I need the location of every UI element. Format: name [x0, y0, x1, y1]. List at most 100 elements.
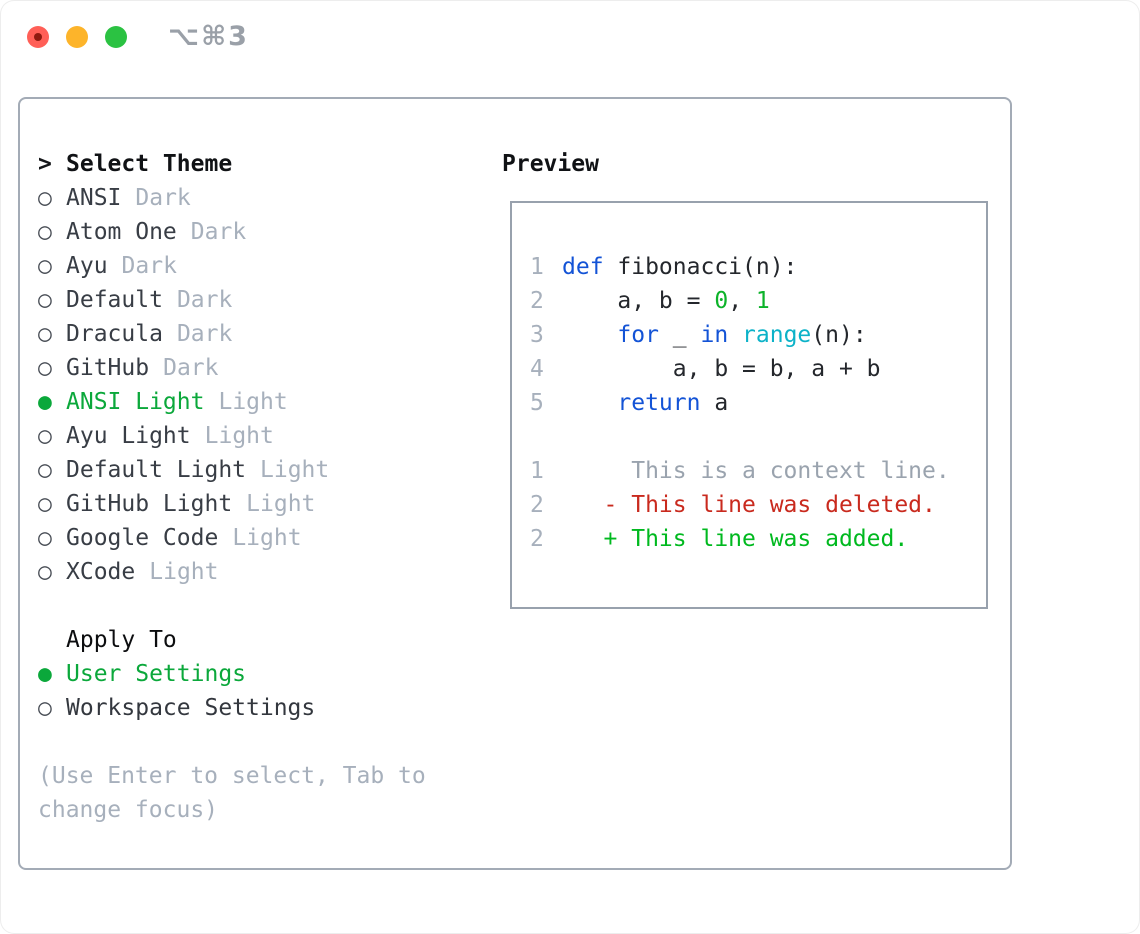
theme-variant-tag: Light [232, 525, 302, 551]
close-button[interactable] [27, 26, 49, 48]
preview-line: 1 This is a context line. [530, 454, 986, 488]
code-token: a, b = b, a + b [562, 356, 881, 382]
preview-line: 4 a, b = b, a + b [530, 352, 986, 386]
theme-variant-tag: Dark [163, 355, 219, 381]
code-token: return [617, 390, 701, 416]
spacer [38, 725, 426, 759]
preview-line: 2 - This line was deleted. [530, 488, 986, 522]
theme-name: ANSI Light [66, 389, 205, 415]
theme-name: XCode [66, 559, 136, 585]
window-title: ⌥⌘3 [168, 21, 249, 52]
preview-line: 3 for _ in range(n): [530, 318, 986, 352]
preview-title: Preview [502, 151, 599, 177]
code-token [562, 390, 617, 416]
radio-icon: ○ [38, 219, 52, 245]
theme-variant-tag: Dark [176, 287, 233, 313]
theme-variant-tag: Light [218, 389, 288, 415]
minimize-button[interactable] [66, 26, 88, 48]
theme-name: Google Code [66, 525, 219, 551]
prompt-caret-icon: > [38, 151, 52, 177]
apply-to-list: ●User Settings○Workspace Settings [38, 657, 426, 725]
code-token: range [742, 322, 812, 348]
theme-variant-tag: Dark [121, 253, 177, 279]
code-token: + This line was added. [562, 526, 909, 552]
preview-line: 2 + This line was added. [530, 522, 986, 556]
hint-line-1: (Use Enter to select, Tab to [38, 763, 426, 789]
radio-icon: ○ [38, 287, 52, 313]
radio-icon: ○ [38, 525, 52, 551]
unsaved-dot-icon [34, 33, 42, 41]
apply-to-header: Apply To [66, 623, 426, 657]
code-token: a, b = [562, 288, 715, 314]
code-text: def fibonacci(n): [562, 250, 797, 284]
code-text: a, b = 0, 1 [562, 284, 770, 318]
titlebar: ⌥⌘3 [27, 21, 249, 52]
line-number: 2 [530, 492, 544, 518]
code-token [562, 322, 617, 348]
line-number: 3 [530, 322, 544, 348]
apply-to-title: Apply To [66, 627, 177, 653]
radio-icon: ○ [38, 491, 52, 517]
theme-name: Ayu Light [66, 423, 191, 449]
code-text: - This line was deleted. [562, 488, 936, 522]
apply-option-label: User Settings [66, 661, 247, 687]
code-token [728, 322, 742, 348]
line-number: 2 [530, 288, 544, 314]
hint-text: (Use Enter to select, Tab to change focu… [38, 759, 426, 827]
radio-icon: ○ [38, 321, 52, 347]
theme-name: Default [66, 287, 163, 313]
theme-variant-tag: Light [246, 491, 316, 517]
code-token: , [728, 288, 756, 314]
theme-name: Dracula [66, 321, 163, 347]
preview-line: 5 return a [530, 386, 986, 420]
select-theme-title: Select Theme [66, 151, 233, 177]
code-token: def [562, 254, 604, 280]
radio-icon: ○ [38, 457, 52, 483]
radio-icon: ○ [38, 423, 52, 449]
theme-option-default[interactable]: ○ Default Dark [38, 283, 426, 317]
theme-option-github-light[interactable]: ○ GitHub Light Light [38, 487, 426, 521]
theme-name: GitHub Light [66, 491, 233, 517]
code-token: 0 [714, 288, 729, 314]
line-number [530, 420, 562, 454]
line-number: 2 [530, 526, 544, 552]
code-text: for _ in range(n): [562, 318, 867, 352]
code-token: - This line was deleted. [562, 492, 936, 518]
code-token: This is a context line. [562, 458, 950, 484]
select-theme-header: > Select Theme [38, 147, 426, 181]
line-number: 1 [530, 254, 544, 280]
zoom-button[interactable] [105, 26, 127, 48]
radio-icon: ○ [38, 355, 52, 381]
theme-name: Atom One [66, 219, 177, 245]
theme-option-google-code[interactable]: ○ Google Code Light [38, 521, 426, 555]
radio-selected-icon: ● [38, 389, 52, 415]
preview-line: 2 a, b = 0, 1 [530, 284, 986, 318]
code-token: 1 [755, 288, 770, 314]
theme-option-ansi-light[interactable]: ● ANSI Light Light [38, 385, 426, 419]
theme-option-atom-one[interactable]: ○ Atom One Dark [38, 215, 426, 249]
apply-option-workspace-settings[interactable]: ○Workspace Settings [38, 691, 426, 725]
line-number: 1 [530, 458, 544, 484]
code-token: (n): [811, 322, 867, 348]
preview-line [530, 420, 986, 454]
line-number: 5 [530, 390, 544, 416]
line-number: 4 [530, 356, 544, 382]
apply-option-user-settings[interactable]: ●User Settings [38, 657, 426, 691]
traffic-lights [27, 26, 127, 48]
theme-variant-tag: Light [149, 559, 219, 585]
theme-variant-tag: Dark [190, 219, 247, 245]
theme-variant-tag: Dark [135, 185, 191, 211]
code-token: a [700, 390, 729, 416]
